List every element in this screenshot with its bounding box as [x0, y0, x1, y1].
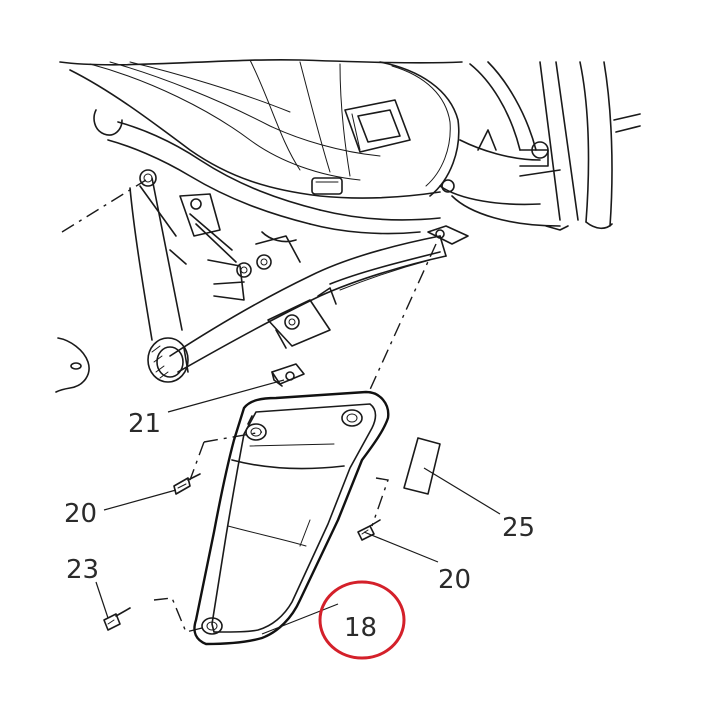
callout-18: 18 [344, 613, 377, 643]
callout-21: 21 [128, 409, 161, 439]
part-20-screw-left [173, 473, 201, 495]
callout-20-left: 20 [64, 499, 97, 529]
callout-25: 25 [502, 513, 535, 543]
part-25-pad [403, 437, 441, 495]
part-18-highlight-ring [318, 580, 406, 660]
frame-assembly [59, 58, 641, 383]
part-21-clip-nut [271, 363, 305, 387]
part-18-frame-cover [193, 390, 390, 646]
callout-20-right: 20 [438, 565, 471, 595]
callout-23: 23 [66, 555, 99, 585]
leader-lines [95, 379, 501, 635]
assembly-center-lines [61, 179, 437, 633]
part-23-screw [103, 607, 131, 631]
adjacent-panel-edge [55, 337, 90, 393]
